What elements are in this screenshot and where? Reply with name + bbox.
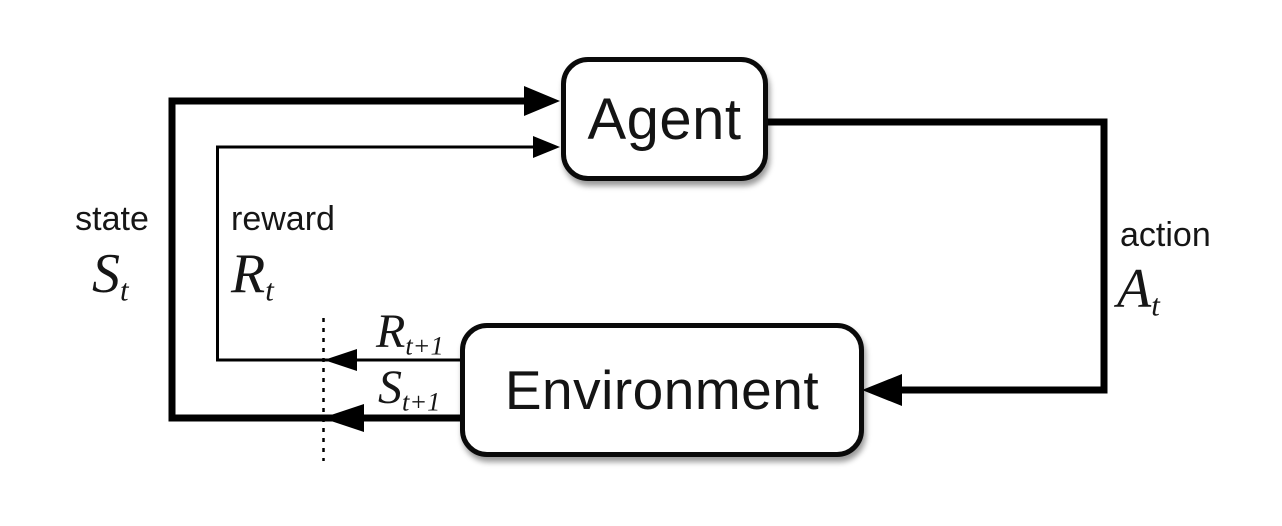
state-into-agent-arrowhead	[524, 86, 560, 116]
action-path-line	[757, 118, 1108, 394]
reward-symbol-label: Rt	[231, 243, 274, 306]
arrowheads	[322, 86, 902, 432]
next-reward-symbol-label: Rt+1	[376, 305, 444, 359]
next-state-symbol: S	[378, 361, 402, 414]
reward-word-label: reward	[231, 200, 335, 238]
environment-node-label: Environment	[504, 359, 820, 421]
state-symbol-label: St	[92, 243, 129, 306]
state-loop-line	[168, 97, 530, 422]
next-state-arrowhead	[322, 404, 364, 432]
state-symbol: S	[92, 243, 120, 305]
reward-symbol: R	[231, 243, 266, 305]
environment-node: Environment	[460, 323, 864, 457]
agent-node-label: Agent	[587, 86, 742, 152]
action-symbol-label: At	[1117, 258, 1160, 321]
next-state-symbol-label: St+1	[378, 361, 440, 415]
action-into-environment-arrowhead	[862, 374, 902, 406]
action-word-label: action	[1120, 216, 1211, 254]
state-subscript: t	[120, 273, 129, 308]
next-reward-arrowhead	[324, 349, 357, 371]
reward-subscript: t	[265, 273, 274, 308]
reward-into-agent-arrowhead	[533, 136, 560, 158]
state-word-label: state	[75, 200, 149, 238]
next-reward-symbol: R	[376, 305, 406, 358]
agent-node: Agent	[561, 57, 768, 181]
action-subscript: t	[1151, 288, 1160, 323]
action-symbol: A	[1117, 258, 1152, 320]
next-reward-subscript: t+1	[405, 330, 444, 361]
next-state-subscript: t+1	[402, 386, 441, 417]
